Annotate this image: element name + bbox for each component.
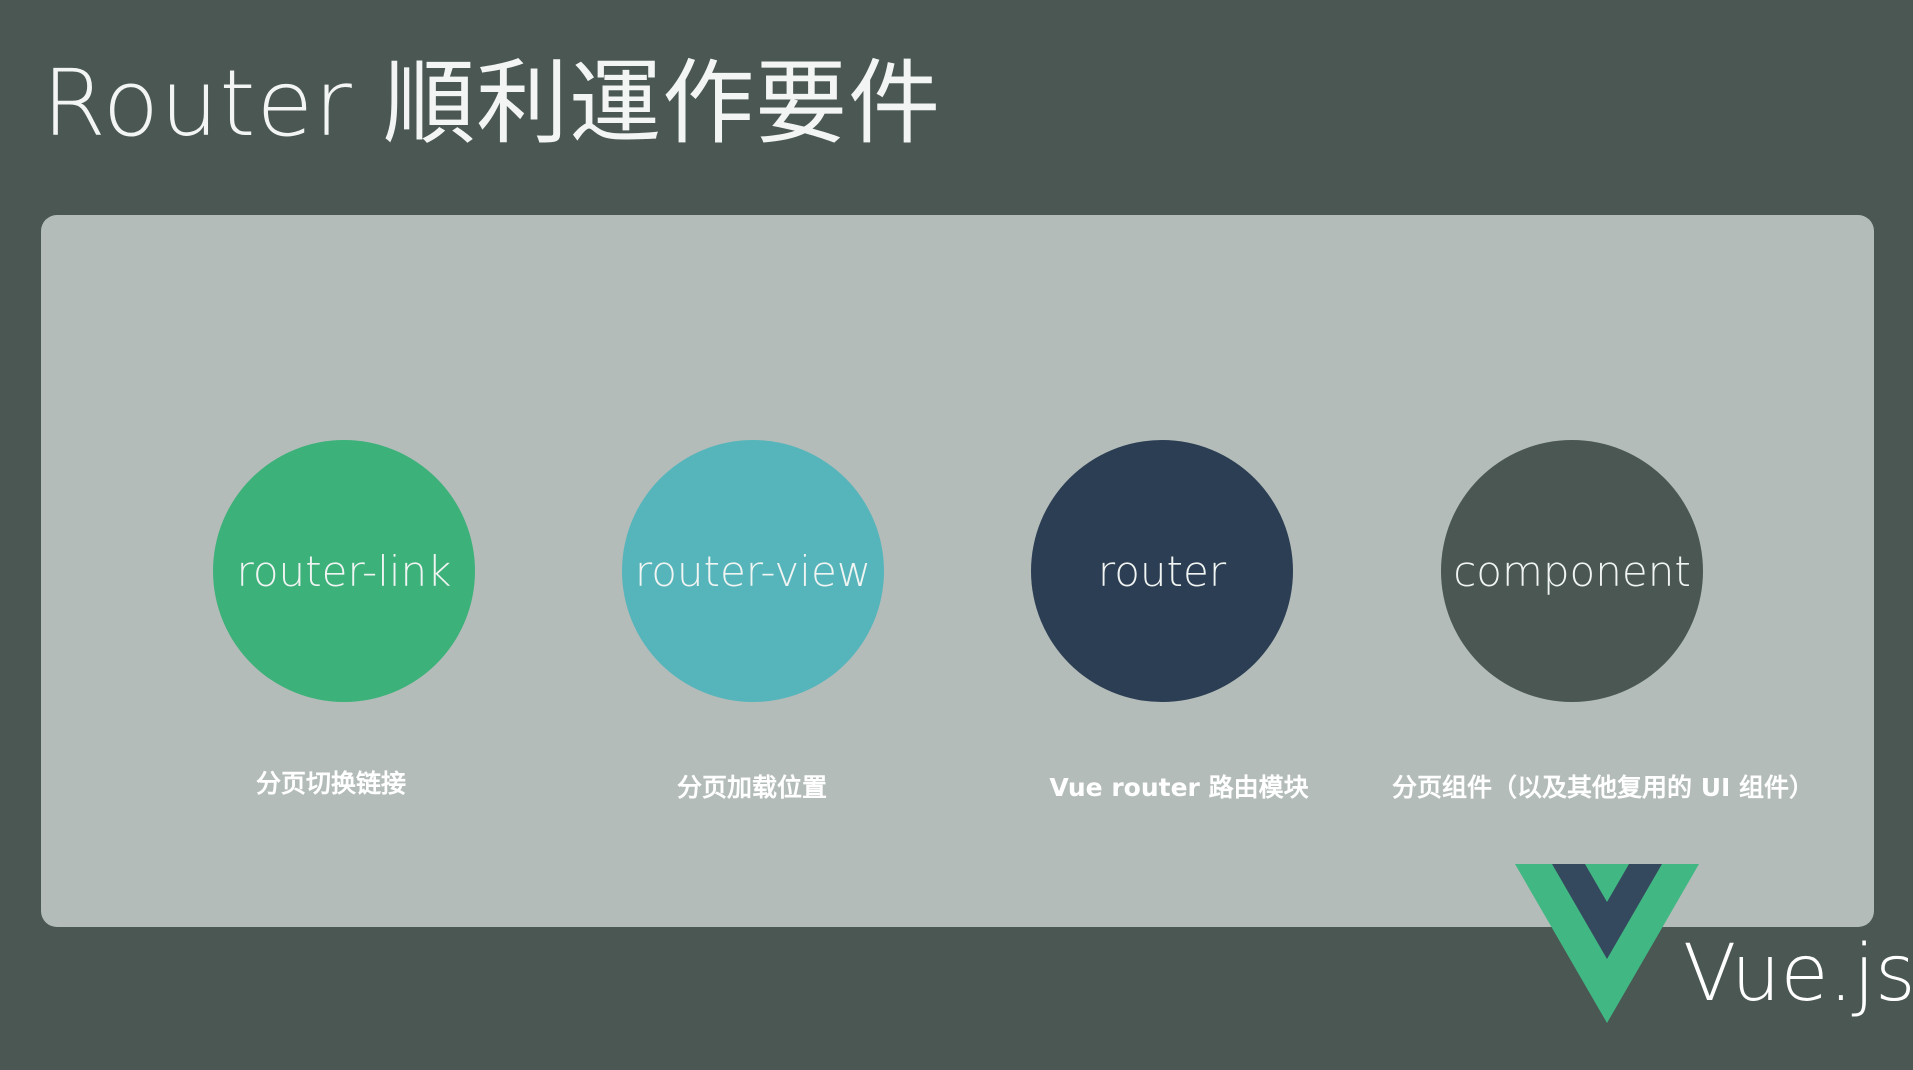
circle-label-component: component	[1453, 546, 1691, 596]
circle-router: router	[1031, 440, 1293, 702]
circle-label-router: router	[1097, 546, 1227, 596]
circle-component: component	[1441, 440, 1703, 702]
circle-label-router-link: router-link	[236, 546, 452, 596]
circle-label-router-view: router-view	[634, 546, 872, 596]
caption-component: 分页组件（以及其他复用的 UI 组件）	[1391, 773, 1815, 802]
circle-router-view: router-view	[622, 440, 884, 702]
caption-router: Vue router 路由模块	[1049, 773, 1309, 802]
caption-router-view: 分页加载位置	[676, 773, 828, 802]
circle-router-link: router-link	[213, 440, 475, 702]
vue-logo-icon	[1515, 864, 1699, 1023]
slide-title: Router 順利運作要件	[42, 50, 942, 157]
caption-router-link: 分页切换链接	[255, 769, 407, 798]
vue-wordmark: Vue.js	[1683, 929, 1913, 1019]
